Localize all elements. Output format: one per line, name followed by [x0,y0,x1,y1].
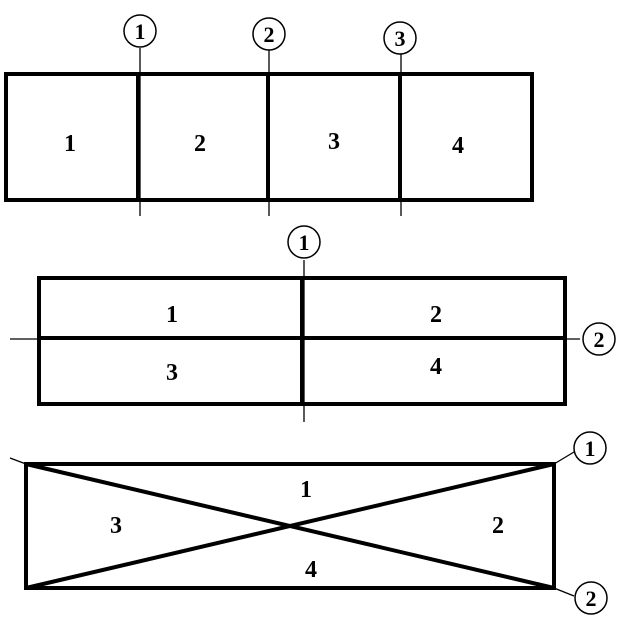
figure-2-region-3: 3 [166,360,178,386]
figure-1-vertical-split: 1 2 3 4 1 2 3 [4,14,534,216]
figure-2-marker-1: 1 [299,230,310,255]
figure-2-marker-circle-1 [287,225,321,259]
figure-3-diagonal-split: 1 2 3 4 1 2 [9,431,608,615]
figure-2-marker-circle-2 [582,322,616,356]
figure-1-marker-circle-2 [252,17,286,51]
figure-1-region-2: 2 [194,131,206,157]
figure-1-marker-1: 1 [135,19,146,44]
figure-3-region-2: 2 [492,513,504,539]
figure-3-marker-circle-1 [573,431,607,465]
figure-3-marker-2: 2 [586,586,597,611]
figure-2-region-2: 2 [430,302,442,328]
figure-3-diagonal-2 [25,462,555,590]
figure-2-region-4: 4 [430,354,442,380]
figure-3-outer-rect [24,462,556,590]
figure-2-marker-2: 2 [594,327,605,352]
figure-2-quadrant-split: 1 2 3 4 1 2 [10,225,616,422]
figure-3-region-1: 1 [300,477,312,503]
figure-3-cut-line-1-start [9,457,27,465]
figure-3-marker-circle-2 [574,581,608,615]
figure-3-cut-line-1-end [553,451,575,465]
figure-1-region-4: 4 [452,133,464,159]
figure-1-marker-circle-3 [383,21,417,55]
figure-1-marker-circle-1 [123,14,157,48]
figure-1-region-1: 1 [64,131,76,157]
figure-1-region-3: 3 [328,129,340,155]
figure-1-marker-2: 2 [264,22,275,47]
figure-3-marker-1: 1 [585,436,596,461]
figure-2-region-1: 1 [166,302,178,328]
figure-3-region-3: 3 [110,513,122,539]
figure-1-marker-3: 3 [395,26,406,51]
figure-3-cut-line-2-end [553,587,575,597]
figure-3-region-4: 4 [305,557,317,583]
